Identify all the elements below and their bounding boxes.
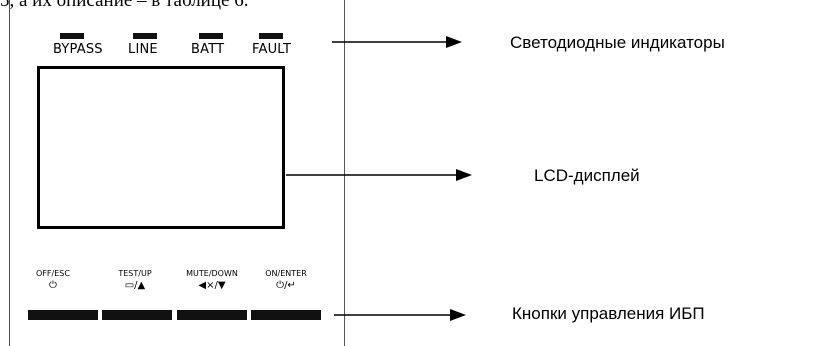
top-text-fragment: 5, а их описание – в таблице 6. <box>0 0 249 11</box>
led-line <box>133 33 157 39</box>
led-label-line: LINE <box>128 42 158 57</box>
button-label-off-esc: OFF/ESC <box>36 269 70 278</box>
arrow-lcd <box>286 169 472 181</box>
power-enter-icon: ⏻/↵ <box>276 280 296 291</box>
lcd-display <box>37 66 285 229</box>
led-label-fault: FAULT <box>252 42 292 57</box>
mute-down-icon: ◀×/▼ <box>198 280 226 291</box>
led-batt <box>199 33 223 39</box>
callout-leds: Светодиодные индикаторы <box>510 33 725 52</box>
mute-down-button[interactable] <box>177 310 247 320</box>
callout-lcd: LCD-дисплей <box>534 166 640 185</box>
button-label-test-up: TEST/UP <box>118 269 152 278</box>
power-icon: ⏻ <box>49 280 57 291</box>
led-fault <box>259 33 283 39</box>
panel-left-border <box>9 0 10 346</box>
arrow-buttons <box>334 309 466 321</box>
panel-right-border <box>344 0 345 346</box>
off-esc-button[interactable] <box>28 310 98 320</box>
callout-buttons: Кнопки управления ИБП <box>512 304 705 323</box>
arrow-leds <box>332 36 462 48</box>
button-label-mute-down: MUTE/DOWN <box>186 269 238 278</box>
led-label-bypass: BYPASS <box>53 42 103 57</box>
led-label-batt: BATT <box>191 42 225 57</box>
button-label-on-enter: ON/ENTER <box>265 269 307 278</box>
battery-up-icon: ▭/▲ <box>124 280 146 291</box>
test-up-button[interactable] <box>102 310 172 320</box>
led-bypass <box>60 33 84 39</box>
on-enter-button[interactable] <box>251 310 321 320</box>
